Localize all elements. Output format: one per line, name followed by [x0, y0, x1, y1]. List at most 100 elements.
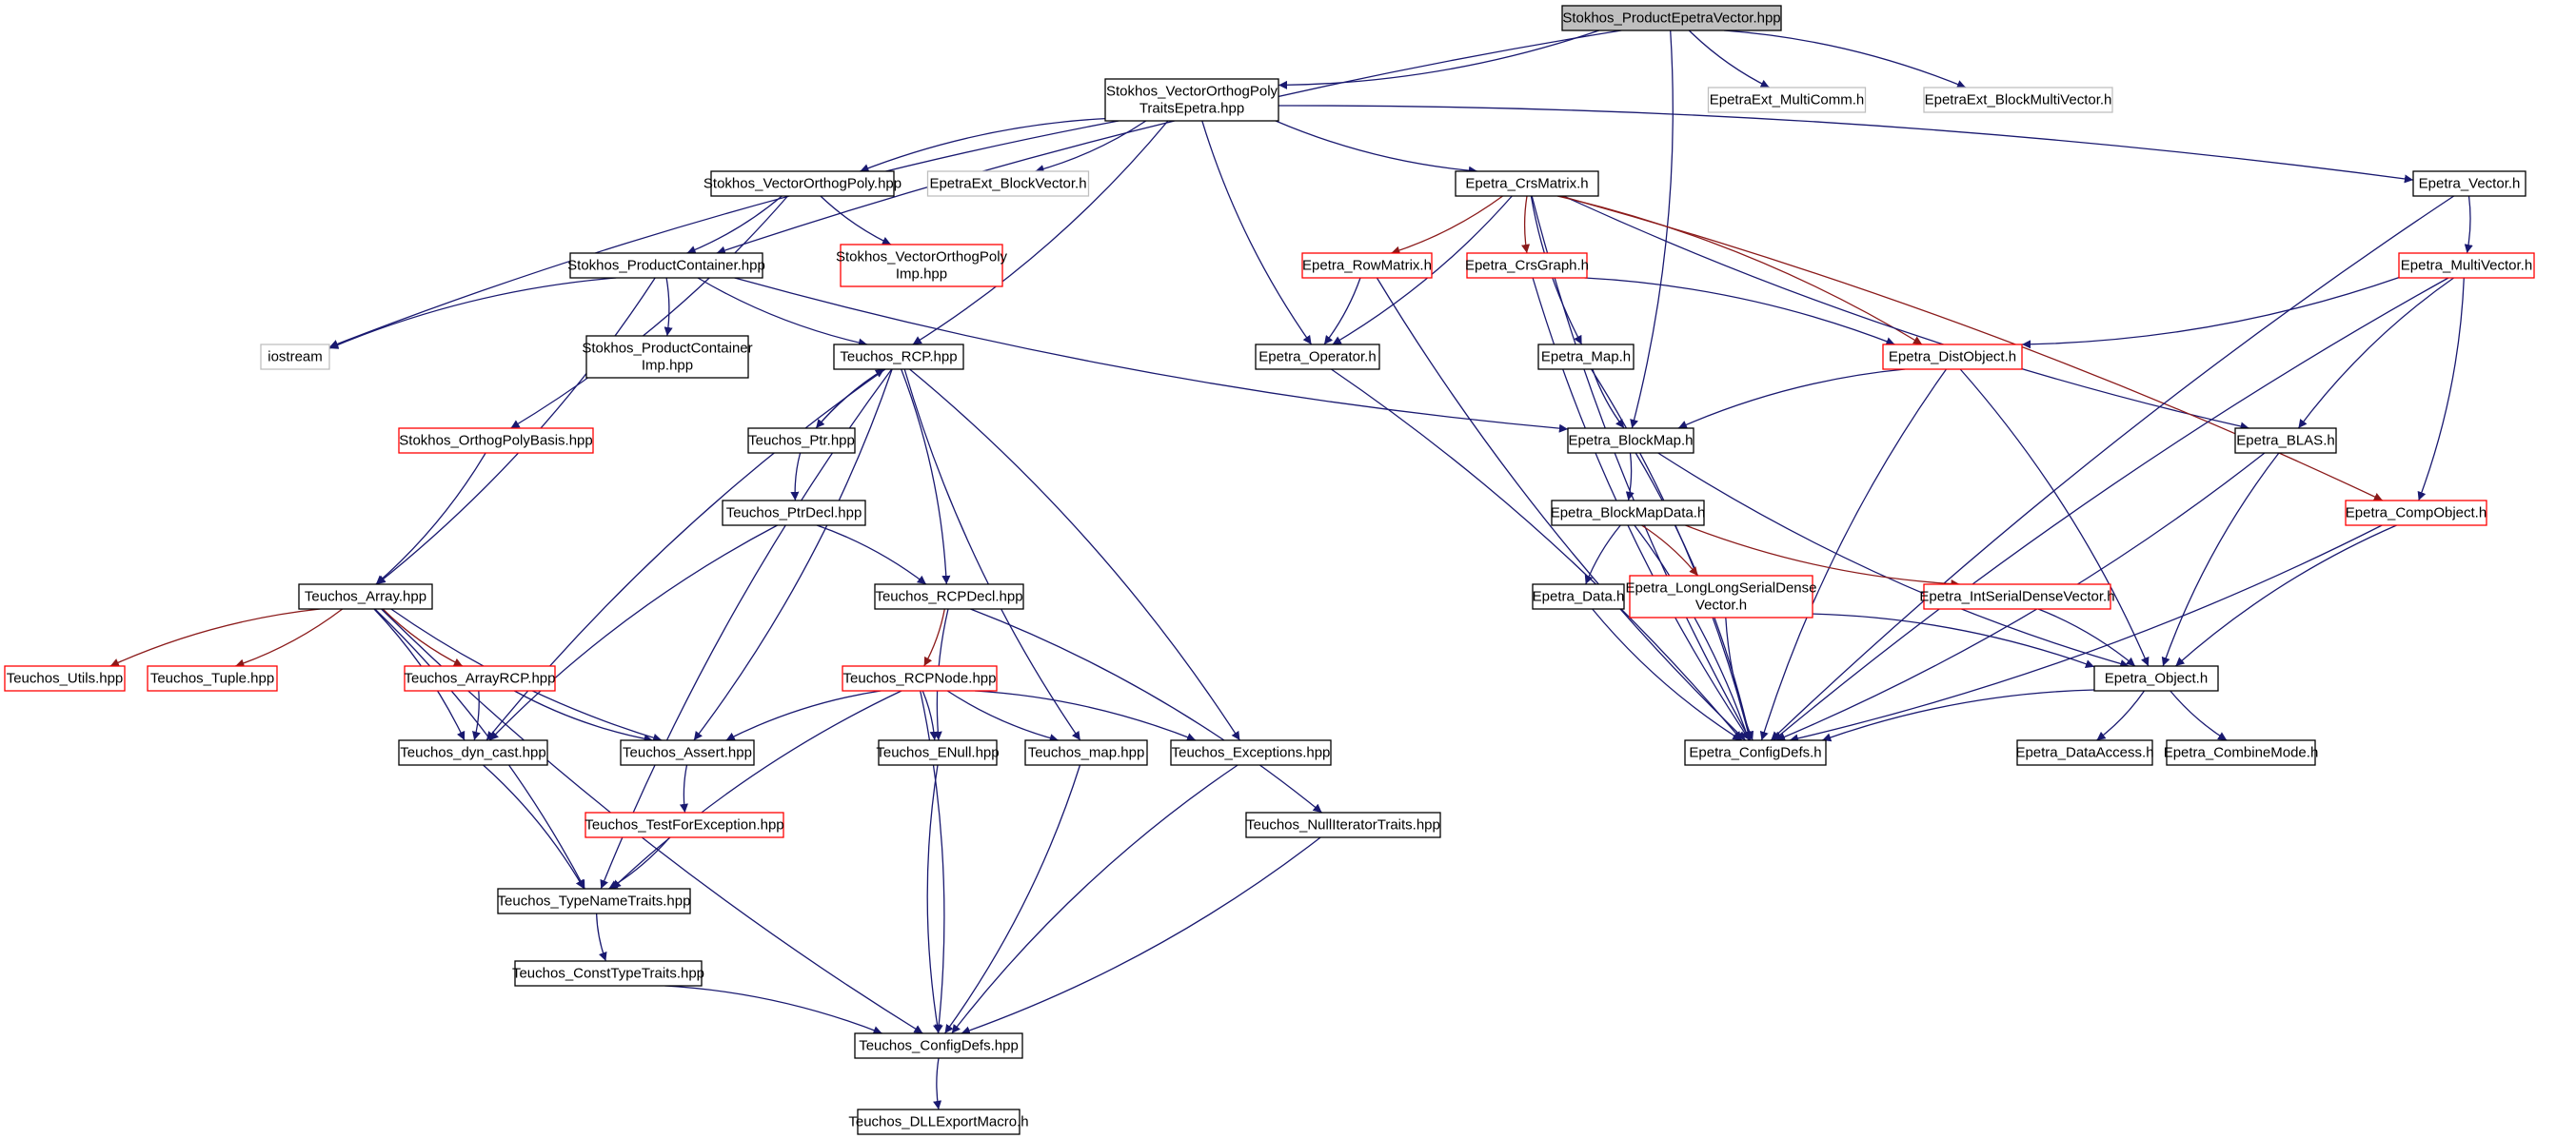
edge-bmapdata-to-ecfg [1634, 524, 1751, 741]
node-root[interactable]: Stokhos_ProductEpetraVector.hpp [1561, 5, 1782, 31]
node-eobj[interactable]: Epetra_Object.h [2093, 665, 2219, 692]
node-label: Teuchos_RCP.hpp [840, 349, 957, 365]
node-tfe[interactable]: Teuchos_TestForException.hpp [585, 812, 784, 838]
edge-vopte-to-vop [860, 117, 1106, 172]
node-box [147, 665, 278, 692]
node-box [2412, 170, 2526, 197]
node-label: Stokhos_VectorOrthogPoly [836, 249, 1008, 265]
edge-eobj-to-ecm [2170, 690, 2228, 741]
edge-evec-to-mvec [2464, 195, 2473, 254]
node-evec[interactable]: Epetra_Vector.h [2412, 170, 2526, 197]
node-label: Teuchos_Ptr.hpp [748, 433, 855, 449]
node-label: Imp.hpp [896, 266, 947, 283]
node-arcp[interactable]: Teuchos_ArrayRCP.hpp [404, 665, 556, 692]
node-dyncast[interactable]: Teuchos_dyn_cast.hpp [398, 739, 548, 766]
node-label: Teuchos_ArrayRCP.hpp [405, 671, 556, 687]
node-box [710, 170, 895, 197]
node-label: TraitsEpetra.hpp [1139, 101, 1244, 117]
node-box [1301, 252, 1433, 279]
node-utils[interactable]: Teuchos_Utils.hpp [4, 665, 126, 692]
node-box [874, 583, 1024, 610]
node-tcfg[interactable]: Teuchos_ConfigDefs.hpp [854, 1032, 1023, 1059]
node-label: Stokhos_ProductContainer.hpp [567, 258, 765, 274]
node-box [4, 665, 126, 692]
node-bmap[interactable]: Epetra_BlockMap.h [1567, 427, 1694, 454]
edge-rowm-to-oper [1323, 277, 1361, 345]
node-bmapdata[interactable]: Epetra_BlockMapData.h [1551, 500, 1706, 526]
node-box [1923, 87, 2113, 113]
node-dist[interactable]: Epetra_DistObject.h [1882, 344, 2023, 370]
node-eda[interactable]: Epetra_DataAccess.h [2015, 739, 2154, 766]
node-texc[interactable]: Teuchos_Exceptions.hpp [1170, 739, 1332, 766]
node-label: Epetra_CompObject.h [2346, 505, 2487, 521]
edge-rcp-to-rcpdecl [901, 368, 951, 585]
node-oper[interactable]: Epetra_Operator.h [1255, 344, 1380, 370]
node-enull[interactable]: Teuchos_ENull.hpp [876, 739, 1000, 766]
edge-crs-to-crsg [1521, 195, 1531, 254]
edge-opb-to-array [375, 452, 486, 585]
node-tuple[interactable]: Teuchos_Tuple.hpp [147, 665, 278, 692]
node-label: EpetraExt_MultiComm.h [1710, 92, 1865, 108]
node-box [569, 252, 763, 279]
node-crs[interactable]: Epetra_CrsMatrix.h [1455, 170, 1599, 197]
node-box [722, 500, 866, 526]
edge-array-to-utils [109, 608, 321, 667]
node-label: EpetraExt_BlockVector.h [929, 176, 1086, 192]
node-rcp[interactable]: Teuchos_RCP.hpp [833, 344, 964, 370]
node-opb[interactable]: Stokhos_OrthogPolyBasis.hpp [398, 427, 594, 454]
node-box [833, 344, 964, 370]
node-label: Teuchos_TestForException.hpp [585, 817, 783, 834]
node-blas[interactable]: Epetra_BLAS.h [2234, 427, 2337, 454]
edge-mvec-to-ecfg [1773, 277, 2449, 741]
node-ptrdecl[interactable]: Teuchos_PtrDecl.hpp [722, 500, 866, 526]
node-label: Epetra_CrsMatrix.h [1465, 176, 1588, 192]
node-tnt[interactable]: Teuchos_TypeNameTraits.hpp [497, 888, 691, 914]
node-rowm[interactable]: Epetra_RowMatrix.h [1301, 252, 1433, 279]
node-box [1104, 78, 1279, 122]
node-edata[interactable]: Epetra_Data.h [1532, 583, 1625, 610]
node-crsg[interactable]: Epetra_CrsGraph.h [1465, 252, 1589, 279]
edge-tcfg-to-dll [933, 1057, 942, 1110]
edge-evec-to-ecfg [1770, 195, 2455, 741]
node-dll[interactable]: Teuchos_DLLExportMacro.h [848, 1109, 1029, 1135]
node-vop[interactable]: Stokhos_VectorOrthogPoly.hpp [703, 170, 902, 197]
edge-vopte-to-crs [1275, 120, 1478, 175]
node-tmap[interactable]: Teuchos_map.hpp [1024, 739, 1148, 766]
edge-crs-to-rowm [1391, 195, 1503, 255]
edge-bmapdata-to-llsdv [1641, 524, 1699, 577]
edge-llsdv-to-eobj [1812, 613, 2095, 669]
edge-blas-to-ecfg [1775, 452, 2266, 741]
node-isdv[interactable]: Epetra_IntSerialDenseVector.h [1919, 583, 2115, 610]
node-pcont[interactable]: Stokhos_ProductContainer.hpp [567, 252, 765, 279]
node-label: Teuchos_Array.hpp [305, 589, 426, 605]
node-label: Stokhos_ProductContainer [582, 341, 752, 357]
edge-compobj-to-ecfg [1789, 524, 2383, 743]
node-nit[interactable]: Teuchos_NullIteratorTraits.hpp [1245, 812, 1441, 838]
node-rcpdecl[interactable]: Teuchos_RCPDecl.hpp [874, 583, 1024, 610]
node-ecfg[interactable]: Epetra_ConfigDefs.h [1684, 739, 1827, 766]
node-ecm[interactable]: Epetra_CombineMode.h [2164, 739, 2319, 766]
node-array[interactable]: Teuchos_Array.hpp [298, 583, 433, 610]
node-compobj[interactable]: Epetra_CompObject.h [2345, 500, 2487, 526]
node-assert[interactable]: Teuchos_Assert.hpp [620, 739, 755, 766]
node-label: Teuchos_RCPNode.hpp [843, 671, 997, 687]
node-ptr[interactable]: Teuchos_Ptr.hpp [747, 427, 856, 454]
node-rcpnode[interactable]: Teuchos_RCPNode.hpp [842, 665, 998, 692]
node-label: Epetra_BlockMap.h [1569, 433, 1694, 449]
node-ctt[interactable]: Teuchos_ConstTypeTraits.hpp [512, 960, 704, 987]
node-label: Epetra_Map.h [1541, 349, 1631, 365]
node-label: Stokhos_ProductEpetraVector.hpp [1562, 10, 1780, 27]
node-label: Teuchos_dyn_cast.hpp [400, 745, 545, 761]
node-emap[interactable]: Epetra_Map.h [1537, 344, 1635, 370]
edge-rcp-to-tmap [903, 368, 1081, 741]
node-box [926, 170, 1090, 197]
node-label: Epetra_DataAccess.h [2015, 745, 2153, 761]
node-bmv: EpetraExt_BlockMultiVector.h [1923, 87, 2113, 113]
edge-root-to-vopte [1278, 29, 1600, 89]
node-box [2016, 739, 2153, 766]
node-mvec[interactable]: Epetra_MultiVector.h [2398, 252, 2535, 279]
